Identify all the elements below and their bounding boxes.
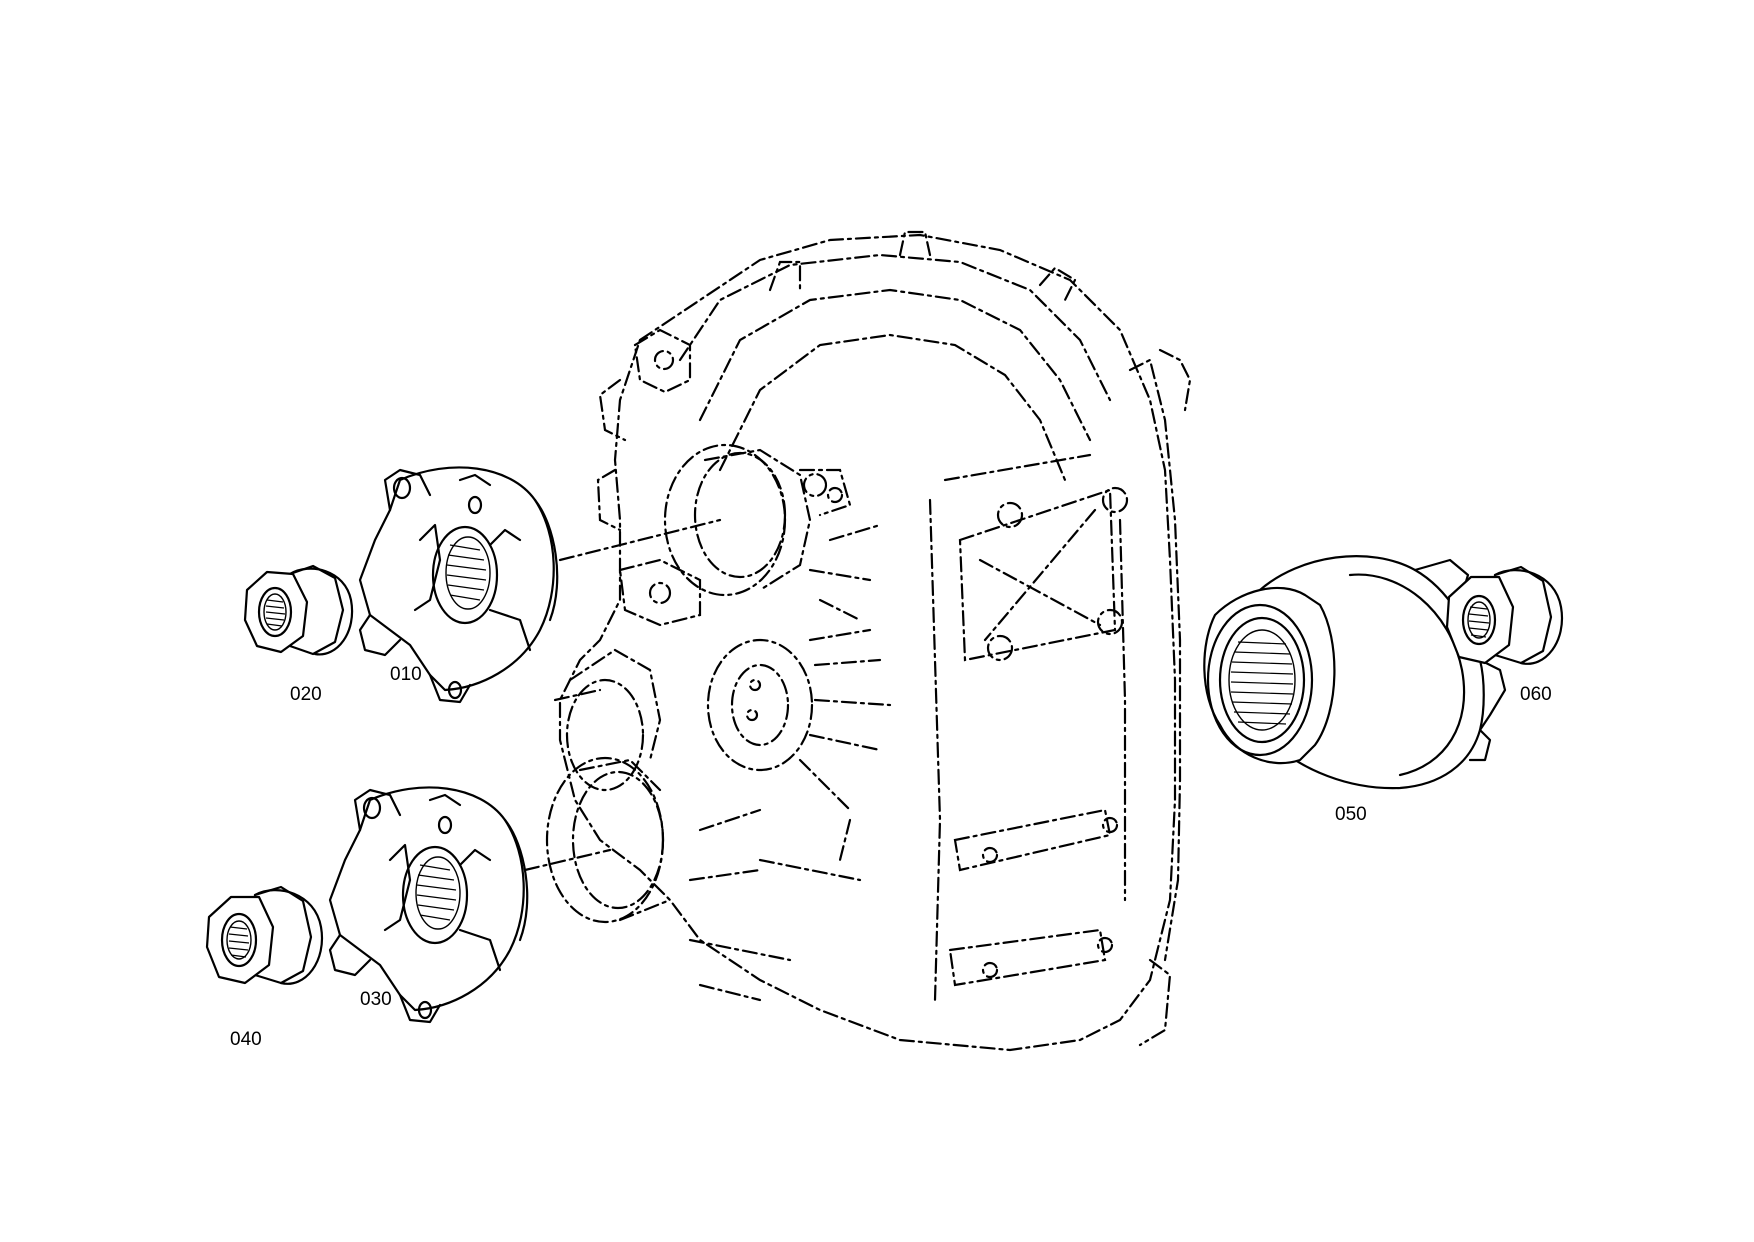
part-label-040: 040 xyxy=(230,1029,262,1050)
part-label-030: 030 xyxy=(360,989,392,1010)
part-label-060: 060 xyxy=(1520,684,1552,705)
flange-yoke-icon xyxy=(328,786,529,1024)
part-label-020: 020 xyxy=(290,684,322,705)
part-label-050: 050 xyxy=(1335,804,1367,825)
hex-collar-nut-icon xyxy=(1445,565,1564,665)
transfer-case-housing-icon xyxy=(545,230,1192,1052)
hex-collar-nut-icon xyxy=(205,885,324,985)
hex-collar-nut-icon xyxy=(243,564,354,656)
flange-yoke-icon xyxy=(358,466,559,704)
output-flange-icon xyxy=(1203,555,1507,790)
part-label-010: 010 xyxy=(390,664,422,685)
